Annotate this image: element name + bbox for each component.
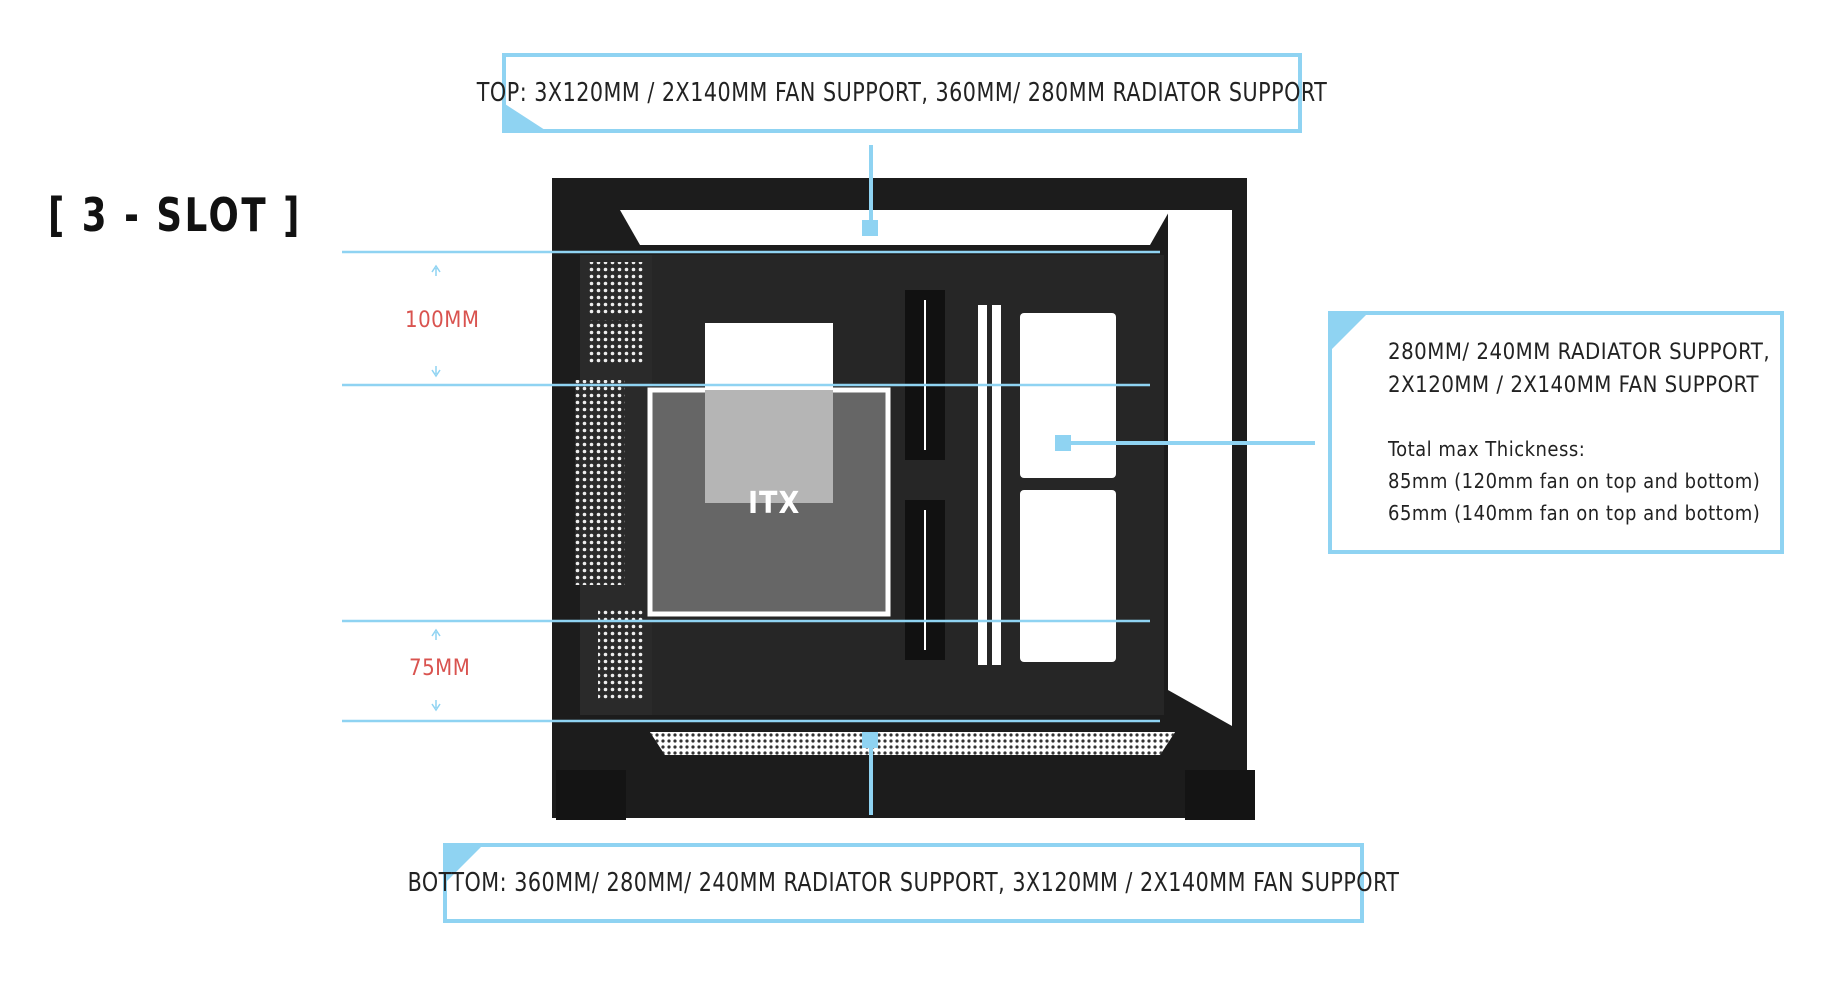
side-callout-line2: 2X120MM / 2X140MM FAN SUPPORT [1388,373,1759,398]
top-callout: TOP: 3X120MM / 2X140MM FAN SUPPORT, 360M… [476,53,1328,133]
callout-corner [505,104,545,130]
side-callout-line1: 280MM/ 240MM RADIATOR SUPPORT, [1388,340,1771,365]
motherboard-tray [647,323,891,617]
top-clearance-label: 100MM [405,308,480,333]
motherboard-label: ITX [748,486,801,521]
thickness-title: Total max Thickness: [1388,437,1586,461]
front-vents [575,262,644,700]
callout-connectors [862,145,1315,815]
psu-vents [978,305,1001,665]
guide-lines [342,250,1160,723]
cable-grommets [905,290,945,660]
slot-title: [ 3 - SLOT ] [48,188,302,242]
bottom-callout-text: BOTTOM: 360MM/ 280MM/ 240MM RADIATOR SUP… [407,868,1400,898]
bottom-clearance-label: 75MM [409,656,471,681]
callout-corner [446,846,482,882]
top-callout-text: TOP: 3X120MM / 2X140MM FAN SUPPORT, 360M… [476,78,1328,108]
thickness-120mm: 85mm (120mm fan on top and bottom) [1388,469,1761,493]
bottom-callout: BOTTOM: 360MM/ 280MM/ 240MM RADIATOR SUP… [407,843,1400,923]
side-callout: 280MM/ 240MM RADIATOR SUPPORT, 2X120MM /… [1328,311,1784,554]
thickness-140mm: 65mm (140mm fan on top and bottom) [1388,501,1761,525]
dimension-arrows [431,264,441,712]
drive-bays [1020,313,1116,662]
callout-corner [1331,314,1367,350]
